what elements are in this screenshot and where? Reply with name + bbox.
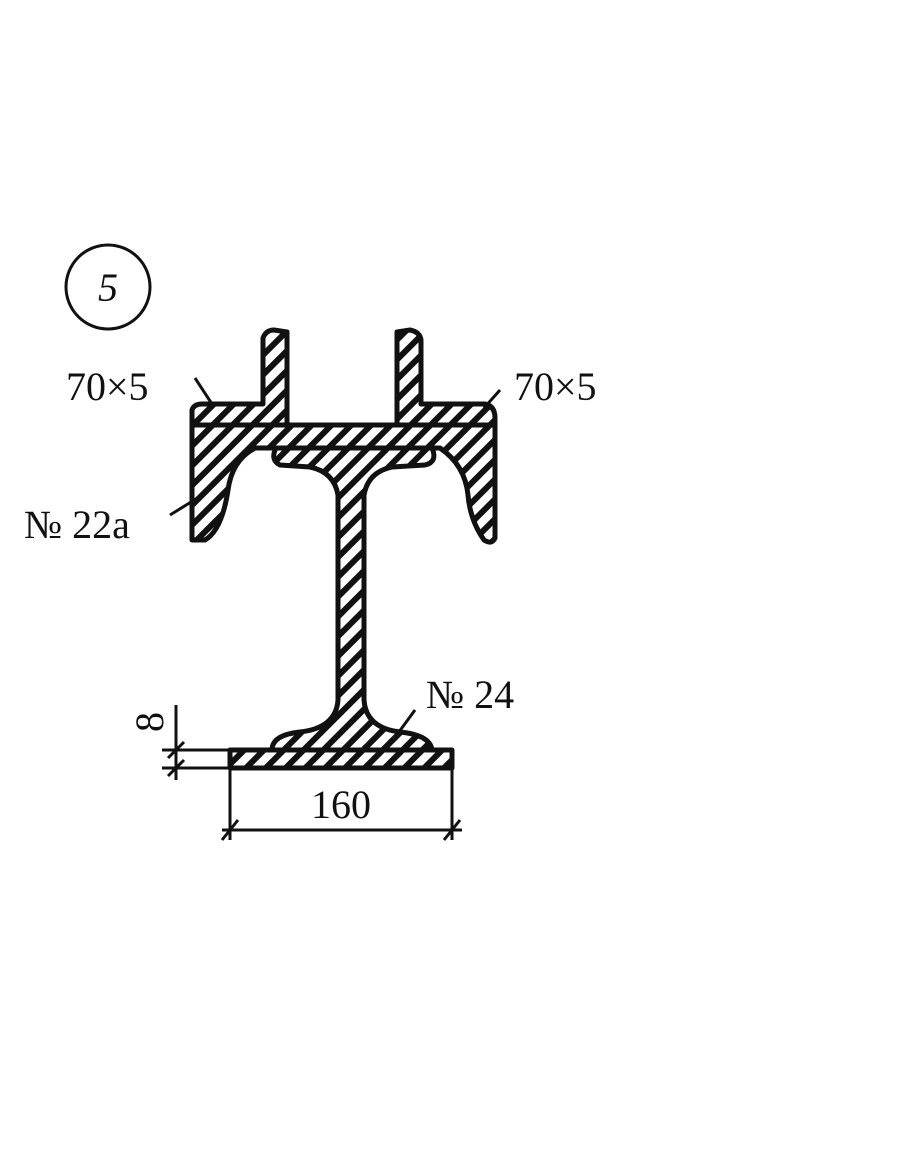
channel-section bbox=[189, 422, 498, 545]
angle-right bbox=[394, 327, 498, 428]
plate-thickness-label: 8 bbox=[127, 712, 172, 732]
figure-number-badge: 5 bbox=[64, 243, 152, 331]
leader-angle-left bbox=[193, 377, 214, 405]
i-beam-section bbox=[269, 445, 437, 753]
leader-channel bbox=[169, 492, 205, 517]
angle-left-label: 70×5 bbox=[66, 364, 149, 409]
plate-width-label: 160 bbox=[311, 782, 371, 827]
plate-width-dimension: 160 bbox=[220, 768, 462, 841]
ibeam-label: № 24 bbox=[426, 672, 514, 717]
angle-left bbox=[189, 327, 290, 428]
figure-number: 5 bbox=[98, 265, 118, 310]
channel-label: № 22a bbox=[24, 502, 130, 547]
base-plate bbox=[227, 747, 455, 771]
plate-thickness-dimension: 8 bbox=[127, 705, 230, 780]
leader-ibeam bbox=[394, 709, 417, 737]
angle-right-label: 70×5 bbox=[514, 364, 597, 409]
leader-angle-right bbox=[482, 389, 502, 409]
